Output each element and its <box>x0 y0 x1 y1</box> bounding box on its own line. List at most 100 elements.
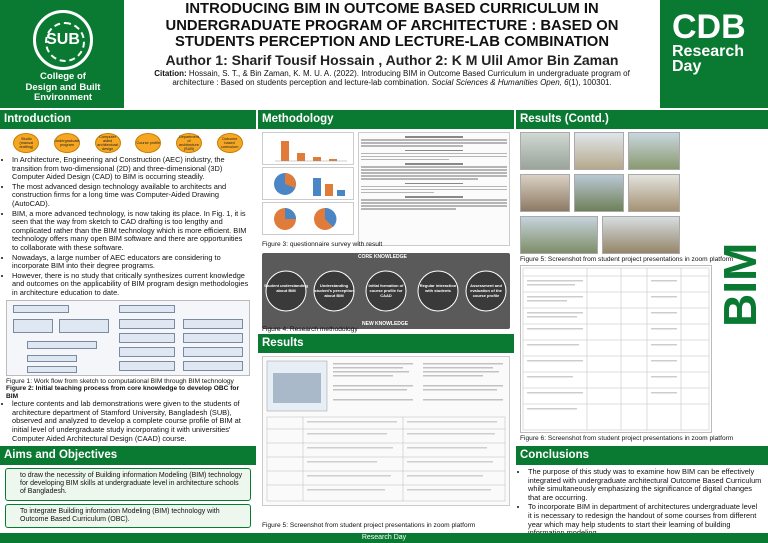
citation-text: Hossain, S. T., & Bin Zaman, K. M. U. A.… <box>172 68 630 88</box>
aim-item: to draw the necessity of Building inform… <box>5 468 251 501</box>
research-day-label: Research Day <box>672 43 746 75</box>
table-text-lines <box>527 280 677 410</box>
diagram-box <box>27 365 77 373</box>
method-step-label: Student understanding about BIM <box>264 283 308 293</box>
table-grid <box>522 267 710 431</box>
doc-text-line <box>404 182 464 185</box>
figure-bullet: lecture contents and lab demonstrations … <box>12 399 250 443</box>
flow-node: Outcome based curriculum <box>216 133 243 153</box>
college-logo-block: SUB College of Design and Built Environm… <box>4 4 122 104</box>
doc-text-line <box>361 205 507 207</box>
table-text-lines <box>307 421 497 491</box>
conclusions-panel: Conclusions The purpose of this study wa… <box>516 446 768 537</box>
diagram-box <box>27 340 97 349</box>
diagram-box <box>183 360 243 371</box>
pie-slice <box>325 207 337 227</box>
survey-pie-charts <box>262 167 354 200</box>
new-knowledge-label: NEW KNOWLEDGE <box>362 321 409 327</box>
document-text-lines <box>333 363 503 401</box>
title-block: INTRODUCING BIM IN OUTCOME BASED CURRICU… <box>124 0 660 108</box>
method-step-label: Assessment and evaluation of the course … <box>470 283 502 298</box>
course-outline-table <box>520 265 712 433</box>
college-name-line-2: Design and Built <box>25 81 101 93</box>
doc-text-line <box>361 155 507 158</box>
figure-1-workflow-diagram <box>6 299 250 376</box>
figure-4-caption: Figure 4: Research methodology <box>262 326 358 333</box>
doc-text-line <box>404 136 464 138</box>
introduction-panel: Introduction Studio (manual drafting) Un… <box>0 110 256 446</box>
results-figure-5-caption: Figure 5: Screenshot from student projec… <box>262 522 476 529</box>
method-step-label: Initial formation of course profile for … <box>368 283 404 298</box>
pie-slice <box>285 208 296 219</box>
project-render <box>520 132 570 170</box>
bim-side-banner: BIM <box>714 242 766 328</box>
core-knowledge-label: CORE KNOWLEDGE <box>358 254 407 260</box>
introduction-heading: Introduction <box>0 110 256 129</box>
project-render <box>574 132 624 170</box>
method-step-label: Understanding student's perception about… <box>314 283 354 298</box>
pie-charts-graphic-2 <box>274 207 337 230</box>
doc-text-line <box>361 208 456 210</box>
method-step-circle <box>465 270 507 312</box>
diagram-box <box>27 354 77 362</box>
doc-text-line <box>361 199 507 201</box>
results-contd-heading: Results (Contd.) <box>516 110 768 129</box>
method-step-circle <box>313 270 355 312</box>
doc-text-line <box>404 163 464 165</box>
method-step-circle <box>365 270 407 312</box>
methodology-panel: Methodology <box>258 110 514 334</box>
results-contd-figure-6-caption: Figure 6: Screenshot from student projec… <box>520 435 734 442</box>
aims-heading: Aims and Objectives <box>0 446 256 465</box>
methodology-heading: Methodology <box>258 110 514 129</box>
footer-bar: Research Day <box>0 533 768 543</box>
project-render <box>628 132 680 170</box>
doc-text-line <box>361 138 507 141</box>
results-contd-panel: Results (Contd.) Figure 5: Screenshot fr… <box>516 110 768 444</box>
citation-label: Citation: <box>154 68 187 78</box>
research-methodology-diagram: CORE KNOWLEDGE Student understanding abo… <box>262 253 510 329</box>
intro-bullet: The most advanced design technology avai… <box>12 182 250 209</box>
doc-text-line <box>361 158 449 161</box>
conclusion-bullet: To incorporate BIM in department of arch… <box>528 503 762 537</box>
aim-text: To integrate Building information Modeli… <box>20 507 220 523</box>
college-name-line-3: Environment <box>33 92 93 103</box>
pie-charts-graphic <box>274 173 345 196</box>
project-render <box>602 216 680 254</box>
college-name-line-1: College of <box>40 71 86 82</box>
figure-3-caption: Figure 3: questionnaire survey with resu… <box>262 241 383 248</box>
flow-node: Computer aided architectural design <box>94 133 121 153</box>
results-panel: Results <box>258 334 514 533</box>
student-project-renders <box>520 132 680 254</box>
diagram-box <box>119 346 175 357</box>
chart-bar <box>297 153 305 161</box>
cdb-research-day-logo: CDB Research Day <box>672 10 746 75</box>
pie-slice <box>285 173 296 188</box>
chart-bar <box>329 159 337 161</box>
methodology-text-document <box>358 132 510 246</box>
doc-text-line <box>361 169 507 171</box>
chart-bar <box>313 178 321 196</box>
intro-bullet: In Architecture, Engineering and Constru… <box>12 155 250 182</box>
aim-text: to draw the necessity of Building inform… <box>20 472 243 496</box>
course-profile-graphic <box>266 360 506 502</box>
day-label: Day <box>672 58 702 75</box>
research-label: Research <box>672 43 745 60</box>
course-outline-graphic <box>522 267 710 431</box>
project-render <box>628 174 680 212</box>
flow-node: Course profile <box>135 133 162 153</box>
seal-label: SUB <box>46 31 80 48</box>
doc-text-line <box>361 175 507 177</box>
method-step-circle <box>417 270 459 312</box>
intro-bullet: Nowadays, a large number of AEC educator… <box>12 253 250 271</box>
doc-text-line <box>361 185 507 188</box>
bar-chart-graphic <box>275 141 347 162</box>
flow-node: Department of architecture (SUB) <box>175 133 202 153</box>
intro-flow-diagram: Studio (manual drafting) Undergraduate p… <box>0 129 256 156</box>
chart-bar <box>337 190 345 196</box>
diagram-box <box>59 318 109 333</box>
author-line: Author 1: Sharif Tousif Hossain , Author… <box>165 51 619 68</box>
poster-header: SUB College of Design and Built Environm… <box>0 0 768 108</box>
method-step-circle <box>265 270 307 312</box>
diagram-box <box>119 360 175 371</box>
conclusions-heading: Conclusions <box>516 446 768 465</box>
